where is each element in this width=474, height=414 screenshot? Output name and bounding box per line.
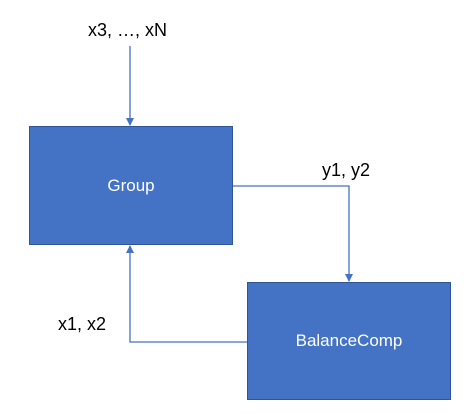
group-to-balance-connector [233,185,353,282]
balance-comp-node[interactable]: BalanceComp [247,282,451,400]
balance-to-group-connector [126,245,247,343]
group-node[interactable]: Group [29,126,233,245]
balance-output-label: x1, x2 [58,314,107,334]
group-node-label: Group [107,175,155,195]
group-output-label: y1, y2 [322,160,371,180]
input-label: x3, …, xN [88,20,168,40]
balance-comp-node-label: BalanceComp [295,331,403,350]
